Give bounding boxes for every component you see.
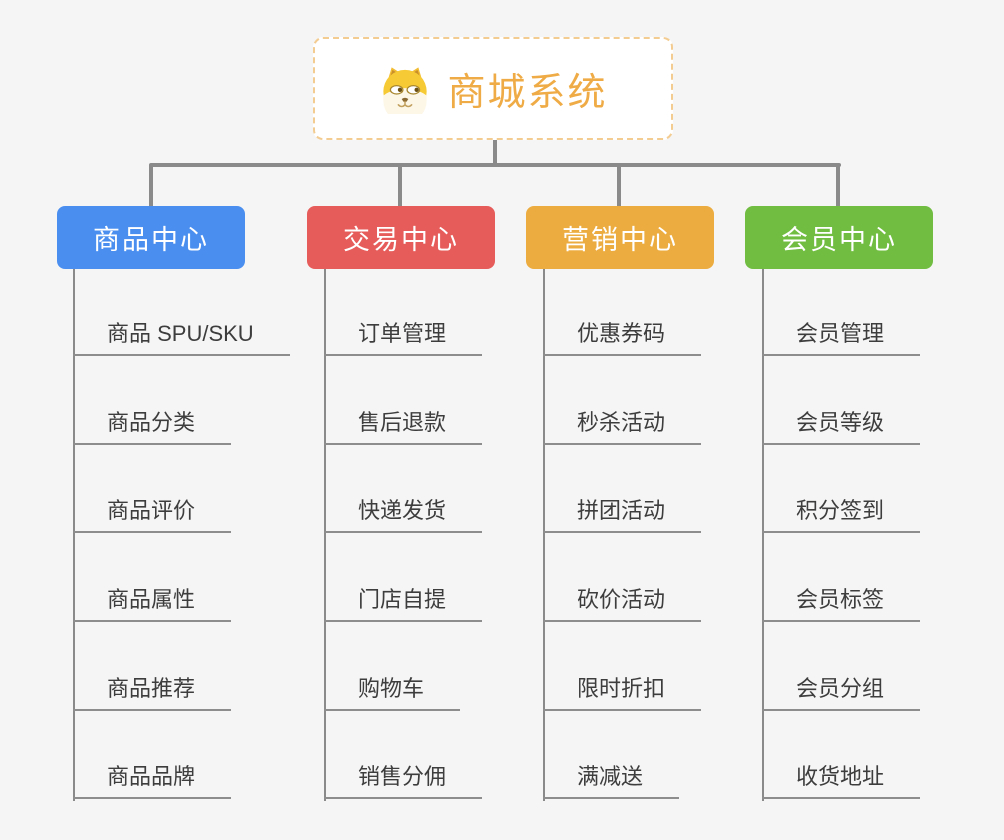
topic-node[interactable]: 商品分类 xyxy=(73,409,232,445)
root-node[interactable]: 商城系统 xyxy=(313,37,673,140)
topic-node[interactable]: 商品评价 xyxy=(73,497,232,533)
topic-node[interactable]: 会员等级 xyxy=(762,409,921,445)
topic-node[interactable]: 商品推荐 xyxy=(73,675,232,711)
topic-node[interactable]: 满减送 xyxy=(543,763,680,799)
topic-node[interactable]: 限时折扣 xyxy=(543,675,702,711)
connector-root-drop xyxy=(493,140,497,164)
topic-node[interactable]: 商品属性 xyxy=(73,586,232,622)
topic-node[interactable]: 秒杀活动 xyxy=(543,409,702,445)
topic-node[interactable]: 门店自提 xyxy=(324,586,483,622)
topic-node[interactable]: 积分签到 xyxy=(762,497,921,533)
topic-node[interactable]: 售后退款 xyxy=(324,409,483,445)
topic-node[interactable]: 优惠券码 xyxy=(543,320,702,356)
branch-node-marketing-center[interactable]: 营销中心 xyxy=(526,206,714,269)
branch-node-trade-center[interactable]: 交易中心 xyxy=(307,206,495,269)
branch-node-member-center[interactable]: 会员中心 xyxy=(745,206,933,269)
topic-node[interactable]: 订单管理 xyxy=(324,320,483,356)
topic-node[interactable]: 购物车 xyxy=(324,675,461,711)
topic-node[interactable]: 会员标签 xyxy=(762,586,921,622)
connector-drop-branch-1 xyxy=(149,165,153,206)
branch-node-product-center[interactable]: 商品中心 xyxy=(57,206,245,269)
topic-node[interactable]: 收货地址 xyxy=(762,763,921,799)
topic-node[interactable]: 商品品牌 xyxy=(73,763,232,799)
topic-node[interactable]: 商品 SPU/SKU xyxy=(73,320,290,356)
dog-face-icon xyxy=(383,66,428,114)
topic-node[interactable]: 会员分组 xyxy=(762,675,921,711)
topic-node[interactable]: 快递发货 xyxy=(324,497,483,533)
topic-node[interactable]: 销售分佣 xyxy=(324,763,483,799)
topic-node[interactable]: 会员管理 xyxy=(762,320,921,356)
trunk-line-branch-1 xyxy=(73,269,75,801)
trunk-line-branch-3 xyxy=(543,269,545,801)
connector-drop-branch-3 xyxy=(617,165,621,206)
root-title: 商城系统 xyxy=(447,72,608,114)
connector-drop-branch-2 xyxy=(398,165,402,206)
trunk-line-branch-2 xyxy=(324,269,326,801)
trunk-line-branch-4 xyxy=(762,269,764,801)
connector-horizontal-bar xyxy=(149,163,841,167)
topic-node[interactable]: 砍价活动 xyxy=(543,586,702,622)
connector-drop-branch-4 xyxy=(836,165,840,206)
topic-node[interactable]: 拼团活动 xyxy=(543,497,702,533)
